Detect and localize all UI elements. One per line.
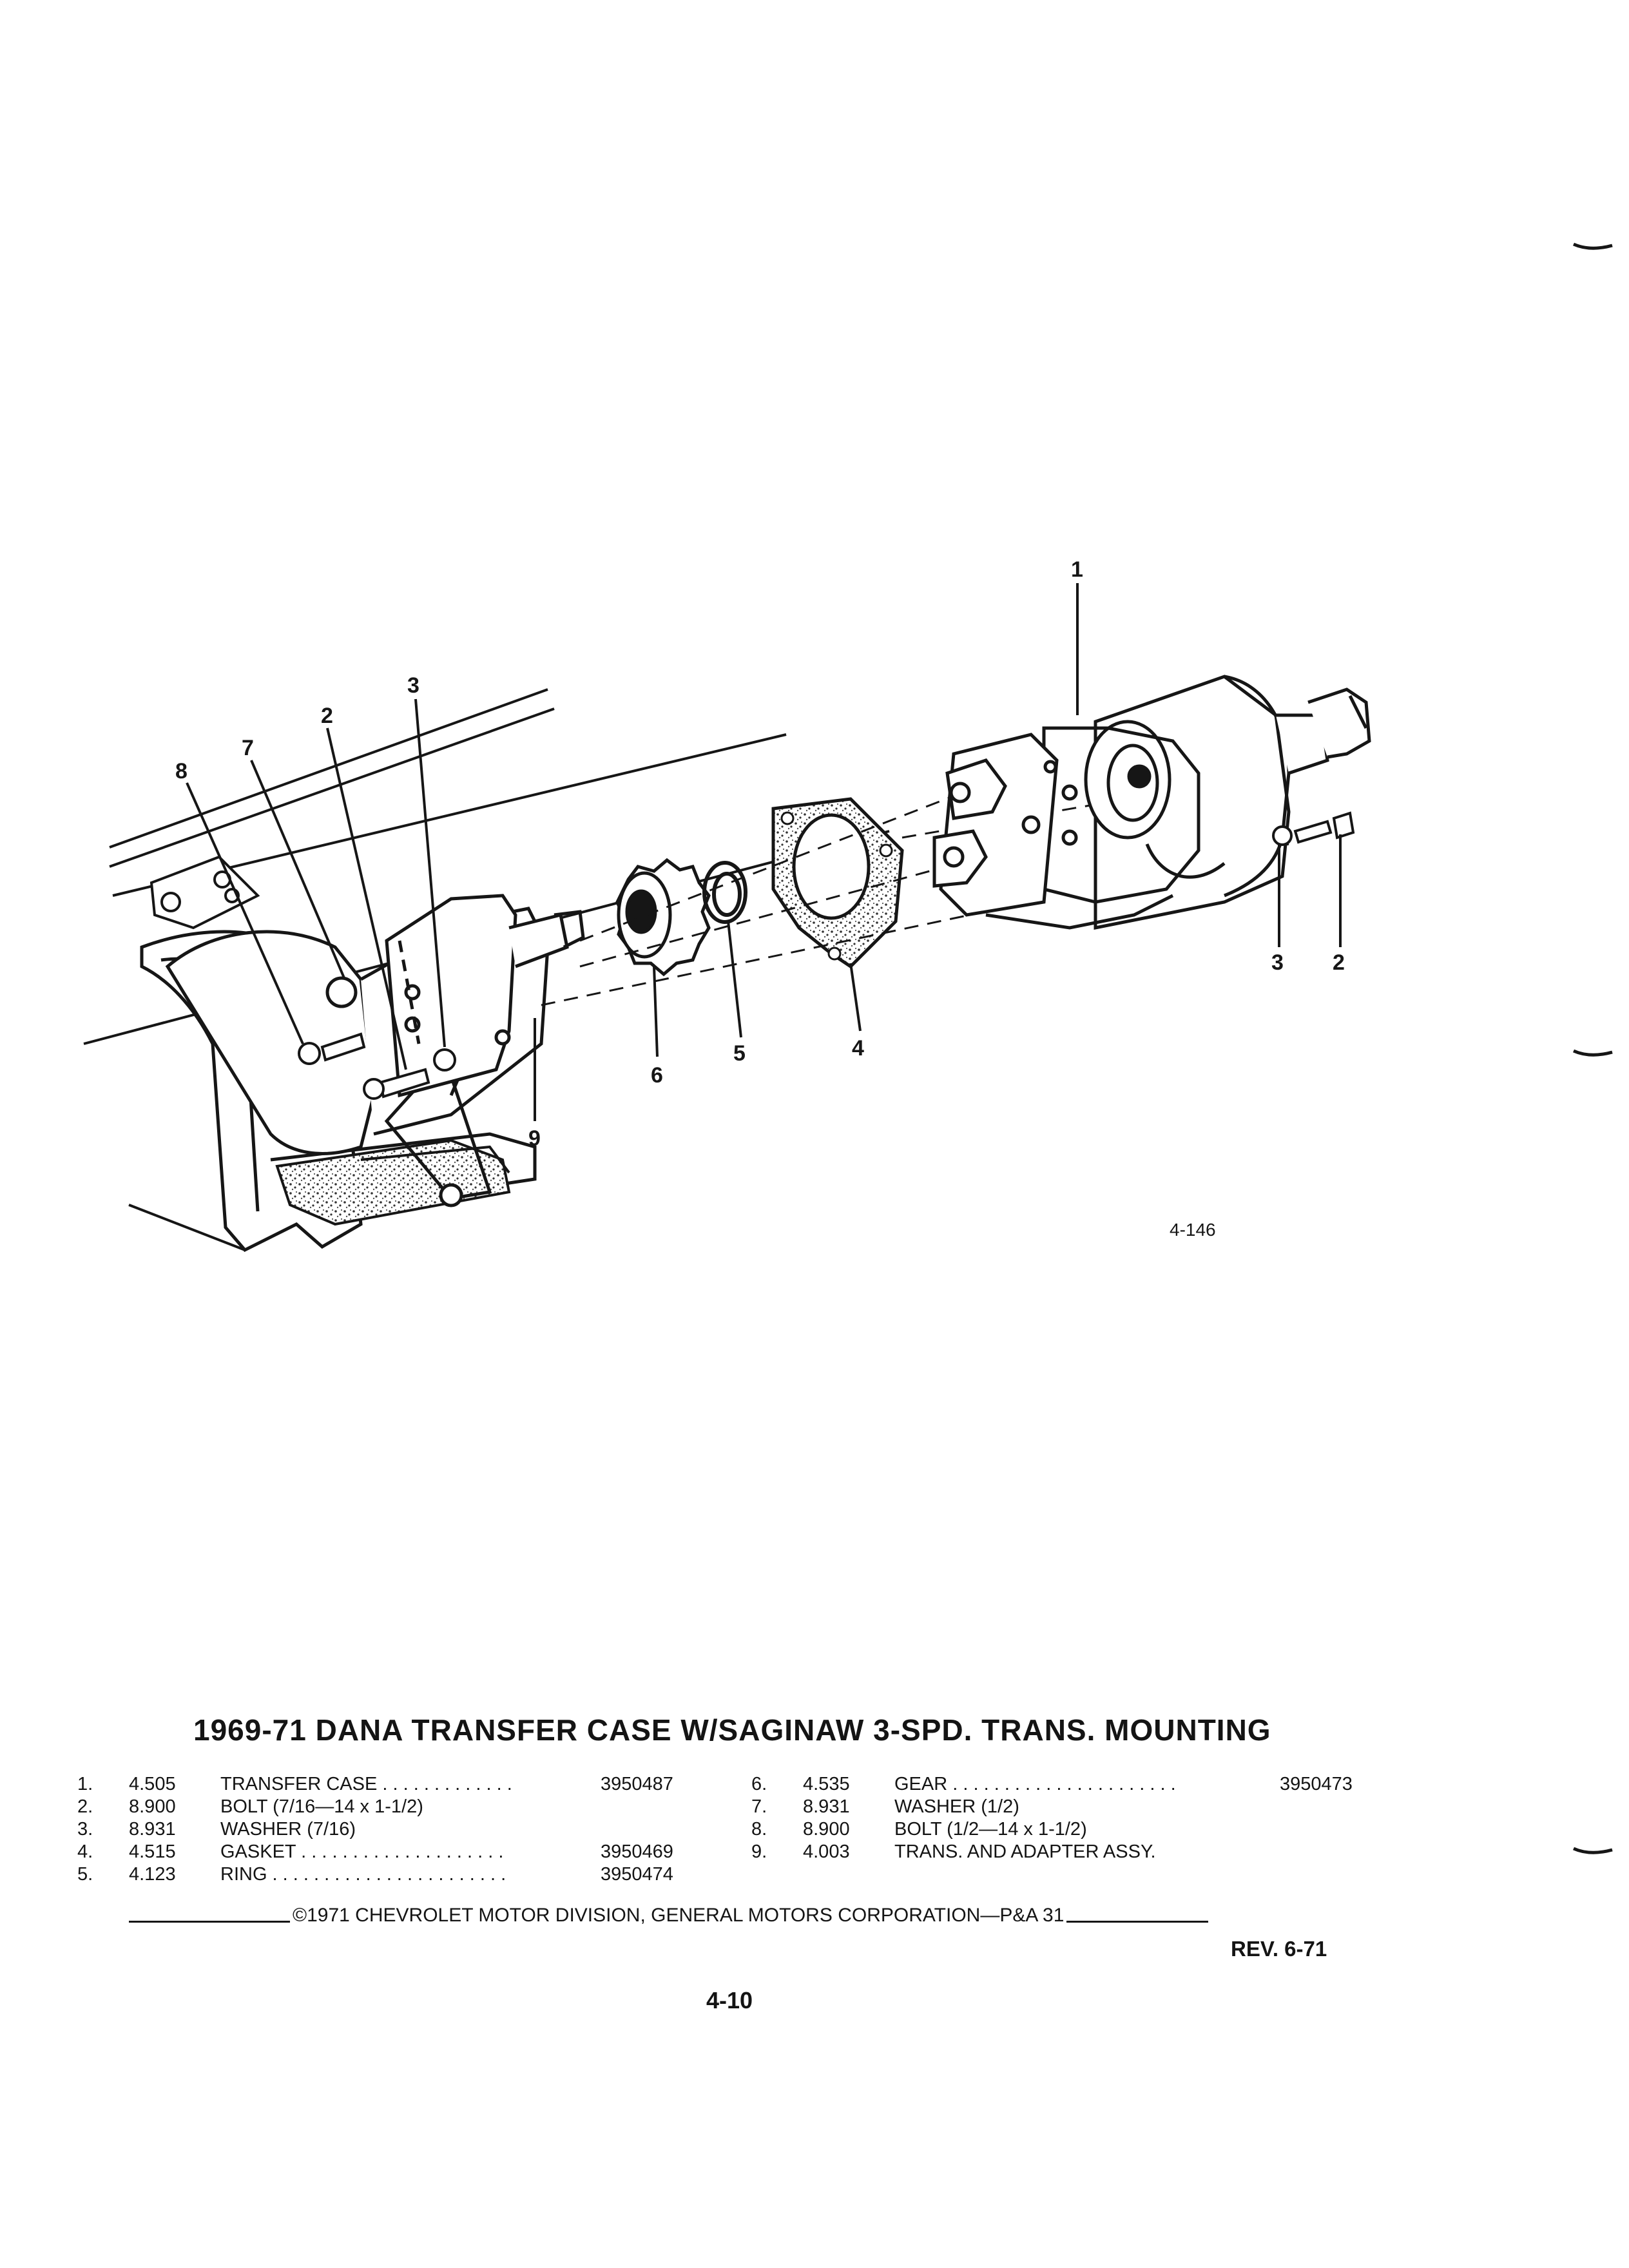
legend-row: 6. 4.535 GEAR . . . . . . . . . . . . . …: [751, 1773, 1396, 1796]
callout-2-right: 2: [1333, 950, 1345, 975]
page-title: 1969-71 DANA TRANSFER CASE W/SAGINAW 3-S…: [193, 1713, 1271, 1747]
callout-9: 9: [528, 1126, 541, 1151]
legend-row: 5. 4.123 RING . . . . . . . . . . . . . …: [77, 1863, 722, 1886]
group-code: 8.900: [803, 1819, 850, 1840]
part-description: BOLT (7/16—14 x 1-1/2): [220, 1796, 423, 1817]
group-code: 8.900: [129, 1796, 176, 1817]
legend-row: 8. 8.900 BOLT (1/2—14 x 1-1/2): [751, 1818, 1396, 1841]
copyright-text: ©1971 CHEVROLET MOTOR DIVISION, GENERAL …: [293, 1905, 1065, 1926]
item-number: 5.: [77, 1864, 93, 1885]
part-description: TRANSFER CASE . . . . . . . . . . . . .: [220, 1774, 512, 1794]
callout-4: 4: [852, 1036, 864, 1061]
item-number: 6.: [751, 1774, 767, 1794]
part-description: RING . . . . . . . . . . . . . . . . . .…: [220, 1864, 506, 1885]
callout-5: 5: [733, 1041, 746, 1066]
exploded-view-illustration: 1 2 3 7 8 6 5 4 9 3 2 4-146: [83, 557, 1371, 1253]
callout-1: 1: [1071, 557, 1083, 582]
legend-row: 4. 4.515 GASKET . . . . . . . . . . . . …: [77, 1841, 722, 1863]
mount-pad: [275, 1139, 511, 1226]
right-bolts: [1272, 811, 1355, 846]
group-code: 8.931: [803, 1796, 850, 1817]
item-number: 4.: [77, 1841, 93, 1862]
legend-row: 7. 8.931 WASHER (1/2): [751, 1796, 1396, 1818]
gasket-component: [771, 797, 904, 969]
divider: [1066, 1921, 1209, 1923]
part-description: GASKET . . . . . . . . . . . . . . . . .…: [220, 1841, 504, 1862]
left-bolts: [298, 1032, 456, 1100]
copyright-line: ©1971 CHEVROLET MOTOR DIVISION, GENERAL …: [129, 1905, 1353, 1927]
edge-mark: [1572, 242, 1614, 252]
callout-2-left: 2: [321, 704, 333, 728]
divider: [129, 1921, 290, 1923]
part-description: GEAR . . . . . . . . . . . . . . . . . .…: [894, 1774, 1176, 1794]
part-number: 3950474: [601, 1864, 673, 1885]
parts-legend-right: 6. 4.535 GEAR . . . . . . . . . . . . . …: [751, 1773, 1396, 1863]
part-description: BOLT (1/2—14 x 1-1/2): [894, 1819, 1087, 1840]
page-number: 4-10: [706, 1987, 753, 2013]
item-number: 2.: [77, 1796, 93, 1817]
adapter-housing: [385, 894, 585, 1098]
figure-id: 4-146: [1170, 1220, 1216, 1240]
gear-component: [615, 858, 711, 977]
group-code: 8.931: [129, 1819, 176, 1840]
legend-row: 3. 8.931 WASHER (7/16): [77, 1818, 722, 1841]
frame-bracket: [149, 855, 260, 930]
legend-row: 2. 8.900 BOLT (7/16—14 x 1-1/2): [77, 1796, 722, 1818]
transfer-case-component: [932, 675, 1371, 930]
part-description: WASHER (7/16): [220, 1819, 356, 1840]
callout-labels: 1 2 3 7 8 6 5 4 9 3 2: [175, 557, 1345, 1151]
edge-mark: [1572, 1846, 1614, 1856]
part-description: WASHER (1/2): [894, 1796, 1019, 1817]
edge-mark: [1572, 1048, 1614, 1059]
part-number: 3950487: [601, 1774, 673, 1794]
item-number: 8.: [751, 1819, 767, 1840]
leader-lines: [186, 583, 1342, 1121]
callout-7: 7: [242, 736, 254, 760]
legend-row: 1. 4.505 TRANSFER CASE . . . . . . . . .…: [77, 1773, 722, 1796]
group-code: 4.003: [803, 1841, 850, 1862]
group-code: 4.535: [803, 1774, 850, 1794]
callout-8: 8: [175, 759, 188, 783]
revision-label: REV. 6-71: [1231, 1937, 1327, 1961]
callout-3-left: 3: [407, 673, 419, 698]
group-code: 4.123: [129, 1864, 176, 1885]
callout-6: 6: [651, 1063, 663, 1088]
item-number: 7.: [751, 1796, 767, 1817]
item-number: 1.: [77, 1774, 93, 1794]
item-number: 3.: [77, 1819, 93, 1840]
parts-legend-left: 1. 4.505 TRANSFER CASE . . . . . . . . .…: [77, 1773, 722, 1886]
legend-row: 9. 4.003 TRANS. AND ADAPTER ASSY.: [751, 1841, 1396, 1863]
part-description: TRANS. AND ADAPTER ASSY.: [894, 1841, 1156, 1862]
part-number: 3950469: [601, 1841, 673, 1862]
group-code: 4.515: [129, 1841, 176, 1862]
item-number: 9.: [751, 1841, 767, 1862]
group-code: 4.505: [129, 1774, 176, 1794]
callout-3-right: 3: [1271, 950, 1284, 975]
ring-component: [702, 861, 747, 924]
part-number: 3950473: [1280, 1774, 1353, 1794]
